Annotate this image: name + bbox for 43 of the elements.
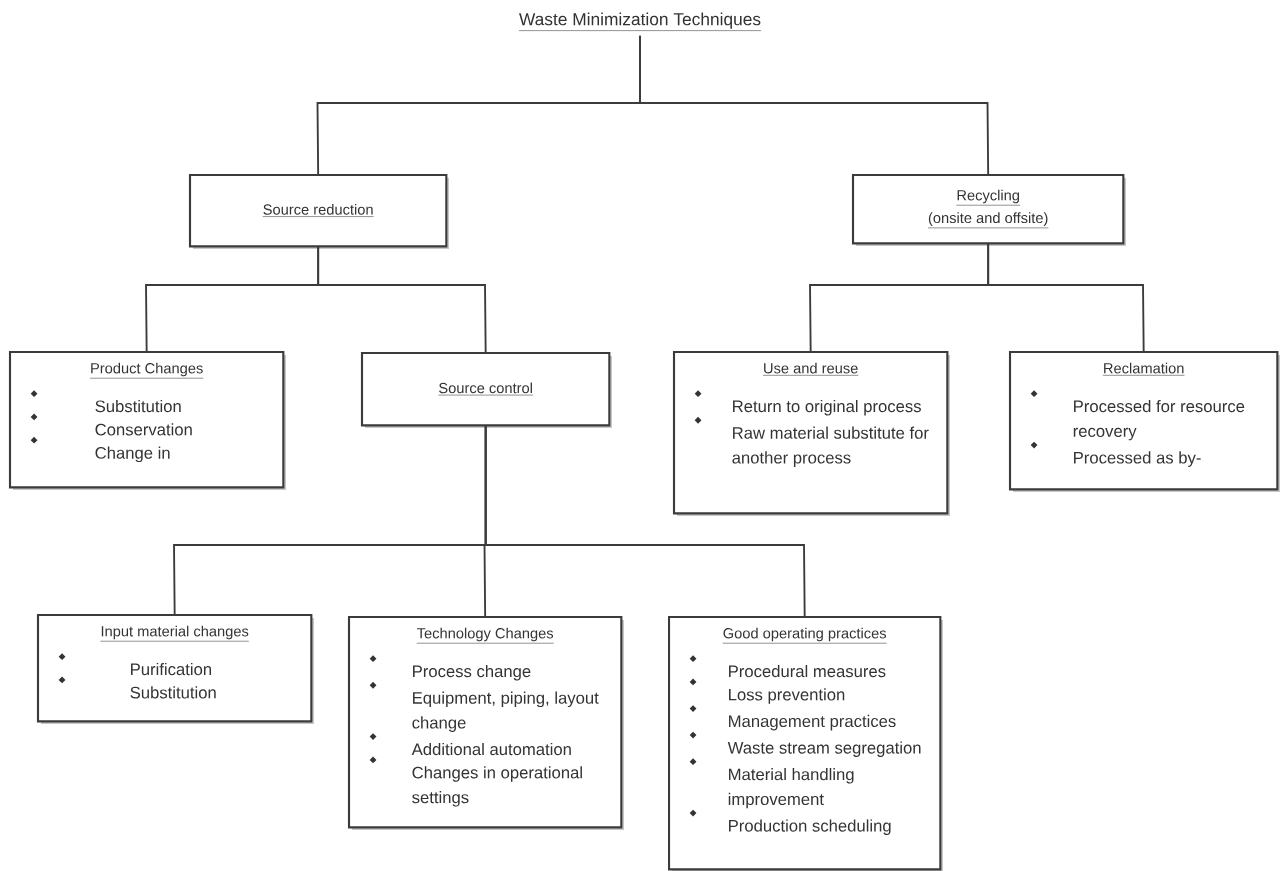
connector-line — [317, 245, 487, 354]
list-item: Loss prevention — [689, 678, 845, 704]
process-box — [8, 350, 286, 490]
list-item: Change in — [30, 436, 170, 463]
list-item: Substitution — [58, 676, 216, 699]
process-box — [36, 613, 314, 724]
list-item: Management practices — [689, 705, 896, 731]
heading: Reclamation — [1102, 362, 1185, 376]
list-item: Changes in operational settings — [369, 756, 582, 807]
process-box — [188, 173, 449, 249]
connector-line — [987, 242, 1145, 353]
heading: Good operating practices — [722, 627, 887, 644]
process-box — [360, 351, 612, 428]
list-item: Raw material substitute for another process — [694, 416, 929, 467]
process-box — [347, 615, 624, 830]
title-text: Waste Minimization Techniques — [518, 12, 762, 31]
heading: Technology Changes — [416, 627, 554, 644]
list-item: Production scheduling — [689, 809, 891, 835]
list-item: Purification — [58, 653, 211, 676]
heading: Input material changes — [100, 625, 250, 642]
list-item: Conservation — [30, 413, 192, 436]
heading: Use and reuse — [762, 362, 859, 376]
list-item: Waste stream segregation — [689, 731, 921, 757]
heading: Recycling — [956, 189, 1021, 206]
list-item: Process change — [369, 655, 531, 681]
process-box — [667, 615, 943, 871]
connector-line — [484, 424, 806, 618]
list-item: Equipment, piping, layout change — [369, 681, 599, 732]
list-item: Processed for resource recovery — [1030, 390, 1245, 441]
connector-line — [639, 34, 990, 176]
list-item: Material handling improvement — [689, 758, 854, 809]
heading: Product Changes — [89, 362, 204, 379]
process-box — [851, 173, 1126, 246]
list-item: Procedural measures — [689, 655, 886, 678]
list-item: Return to original process — [694, 390, 921, 416]
heading: Source reduction — [262, 203, 374, 217]
process-box — [1008, 350, 1280, 492]
list-item: Additional automation — [369, 733, 571, 756]
list-item: Processed as by- — [1030, 441, 1201, 467]
heading: (onsite and offsite) — [927, 212, 1049, 229]
process-box — [672, 350, 950, 516]
list-item: Substitution — [30, 390, 181, 413]
heading: Source control — [438, 382, 534, 396]
